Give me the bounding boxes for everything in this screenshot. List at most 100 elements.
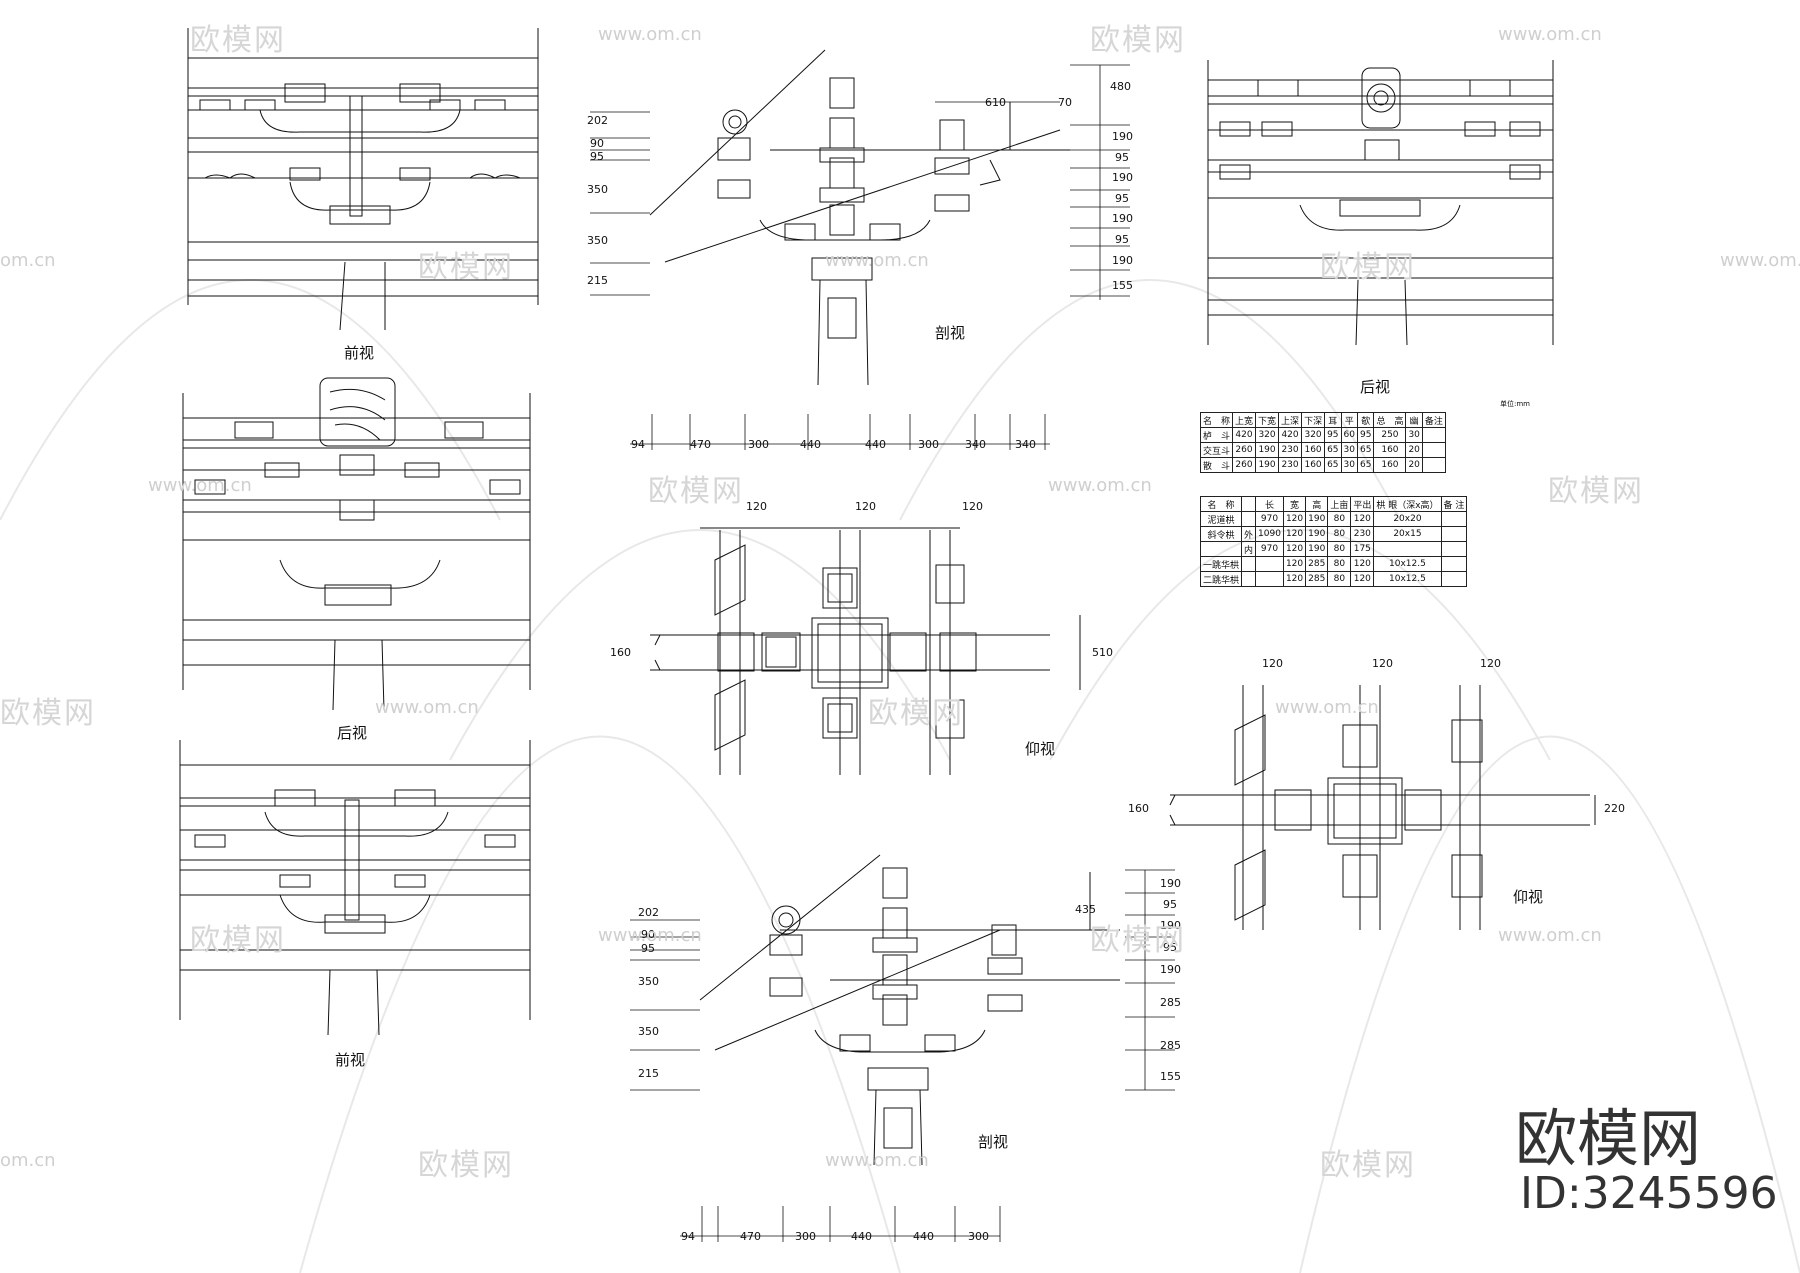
table-cell: 120 (1282, 526, 1307, 542)
dim-label: 350 (638, 975, 659, 988)
dim-label: 470 (690, 438, 711, 451)
dim-label: 190 (1112, 212, 1133, 225)
table-cell: 230 (1350, 526, 1375, 542)
dim-label: 300 (968, 1230, 989, 1243)
dim-label: 95 (1115, 233, 1129, 246)
dim-label: 215 (638, 1067, 659, 1080)
table-cell: 190 (1255, 457, 1280, 473)
dim-label: 300 (748, 438, 769, 451)
dim-label: 220 (1604, 802, 1625, 815)
table-cell: 20 (1405, 457, 1423, 473)
dim-label: 215 (587, 274, 608, 287)
table-cell: 420 (1278, 427, 1303, 443)
table-cell: 栌 斗 (1199, 427, 1234, 443)
table-cell: 交互斗 (1199, 442, 1234, 458)
front-view-bottom (179, 740, 531, 1036)
table-cell (1241, 571, 1257, 587)
table-cell (1241, 511, 1257, 527)
table-unit-note: 单位:mm (1500, 400, 1530, 408)
table-cell: 二跳华栱 (1199, 571, 1243, 587)
table-cell: 190 (1305, 541, 1329, 557)
watermark-logo: 欧模网 (1090, 923, 1186, 958)
dim-label: 190 (1112, 130, 1133, 143)
table-cell: 外 (1241, 526, 1257, 542)
dim-label: 190 (1160, 877, 1181, 890)
table-cell: 160 (1301, 457, 1326, 473)
table-cell: 160 (1301, 442, 1326, 458)
table-cell: 95 (1356, 427, 1375, 443)
watermark-url: www.om.cn (1498, 24, 1602, 45)
watermark-url: www.om.cn (1498, 925, 1602, 946)
watermark-url: www.om.cn (598, 24, 702, 45)
table-cell: 斜令栱 (1199, 526, 1243, 542)
watermark-url: www.om.cn (1275, 697, 1379, 718)
front-view-top (187, 28, 539, 331)
table-row: 交互斗 260 190 230 160 65 30 65 160 20 (1199, 442, 1446, 458)
label-section-view-bottom: 剖视 (978, 1133, 1009, 1151)
arm-spec-table: 名 称 长 宽 高 上亩 平出 栱 眼（深x高） 备 注 泥道栱 970 120… (1199, 496, 1468, 587)
dim-label: 120 (962, 500, 983, 513)
watermark-url: om.cn (0, 1150, 56, 1171)
table-cell: 高 (1305, 496, 1329, 512)
table-cell: 上深 (1278, 412, 1303, 428)
table-cell: 160 (1373, 442, 1407, 458)
dim-label: 160 (610, 646, 631, 659)
brand-id: ID:3245596 (1520, 1168, 1778, 1219)
label-back-view-right: 后视 (1360, 378, 1391, 396)
dim-label: 95 (590, 150, 604, 163)
table-cell: 65 (1324, 457, 1342, 473)
dim-label: 95 (1115, 151, 1129, 164)
label-plan-view-center: 仰视 (1025, 740, 1056, 758)
table-cell (1440, 571, 1468, 587)
table-cell: 散 斗 (1199, 457, 1234, 473)
watermark-url: www.om.cn (1048, 475, 1152, 496)
table-cell: 总 高 (1373, 412, 1407, 428)
dim-label: 190 (1160, 963, 1181, 976)
table-row: 内 970 120 190 80 175 (1199, 541, 1468, 557)
dim-label: 285 (1160, 996, 1181, 1009)
table-cell: 名 称 (1199, 412, 1234, 428)
watermark-logo: 欧模网 (1548, 474, 1644, 509)
table-cell: 20x20 (1373, 511, 1442, 527)
table-cell: 下宽 (1255, 412, 1280, 428)
label-plan-view-right: 仰视 (1513, 888, 1544, 906)
dim-label: 340 (1015, 438, 1036, 451)
table-cell (1255, 556, 1284, 572)
dim-label: 120 (1372, 657, 1393, 670)
watermark-url: www.om.cn (1720, 250, 1800, 271)
watermark-logo: 欧模网 (418, 1148, 514, 1183)
table-cell: 上宽 (1232, 412, 1257, 428)
section-top-dimlines (590, 64, 1130, 450)
table-cell (1440, 511, 1468, 527)
dim-label: 510 (1092, 646, 1113, 659)
dim-label: 120 (1480, 657, 1501, 670)
table-cell: 幽 (1405, 412, 1423, 428)
table-cell (1241, 556, 1257, 572)
section-bottom-dimlines (630, 869, 1175, 1242)
table-cell: 10x12.5 (1373, 571, 1442, 587)
table-cell: 120 (1282, 541, 1307, 557)
table-cell: 名 称 (1199, 496, 1243, 512)
table-cell: 下深 (1301, 412, 1326, 428)
dim-label: 95 (1163, 898, 1177, 911)
table-cell: 30 (1340, 457, 1358, 473)
table-cell (1440, 526, 1468, 542)
table-cell: 320 (1301, 427, 1326, 443)
table-row: 一跳华栱 120 285 80 120 10x12.5 (1199, 556, 1468, 572)
table-cell: 160 (1373, 457, 1407, 473)
table-cell: 平出 (1350, 496, 1375, 512)
dim-label: 94 (631, 438, 645, 451)
label-section-view-top: 剖视 (935, 324, 966, 342)
table-cell (1199, 541, 1243, 557)
table-cell: 120 (1350, 556, 1375, 572)
dim-label: 90 (641, 928, 655, 941)
table-cell: 80 (1327, 511, 1352, 527)
table-cell (1421, 457, 1446, 473)
table-cell (1421, 442, 1446, 458)
table-cell: 欹 (1356, 412, 1375, 428)
watermark-url: om.cn (0, 250, 56, 271)
table-header-row: 名 称 长 宽 高 上亩 平出 栱 眼（深x高） 备 注 (1199, 496, 1468, 512)
dim-label: 190 (1112, 171, 1133, 184)
table-cell: 长 (1255, 496, 1284, 512)
